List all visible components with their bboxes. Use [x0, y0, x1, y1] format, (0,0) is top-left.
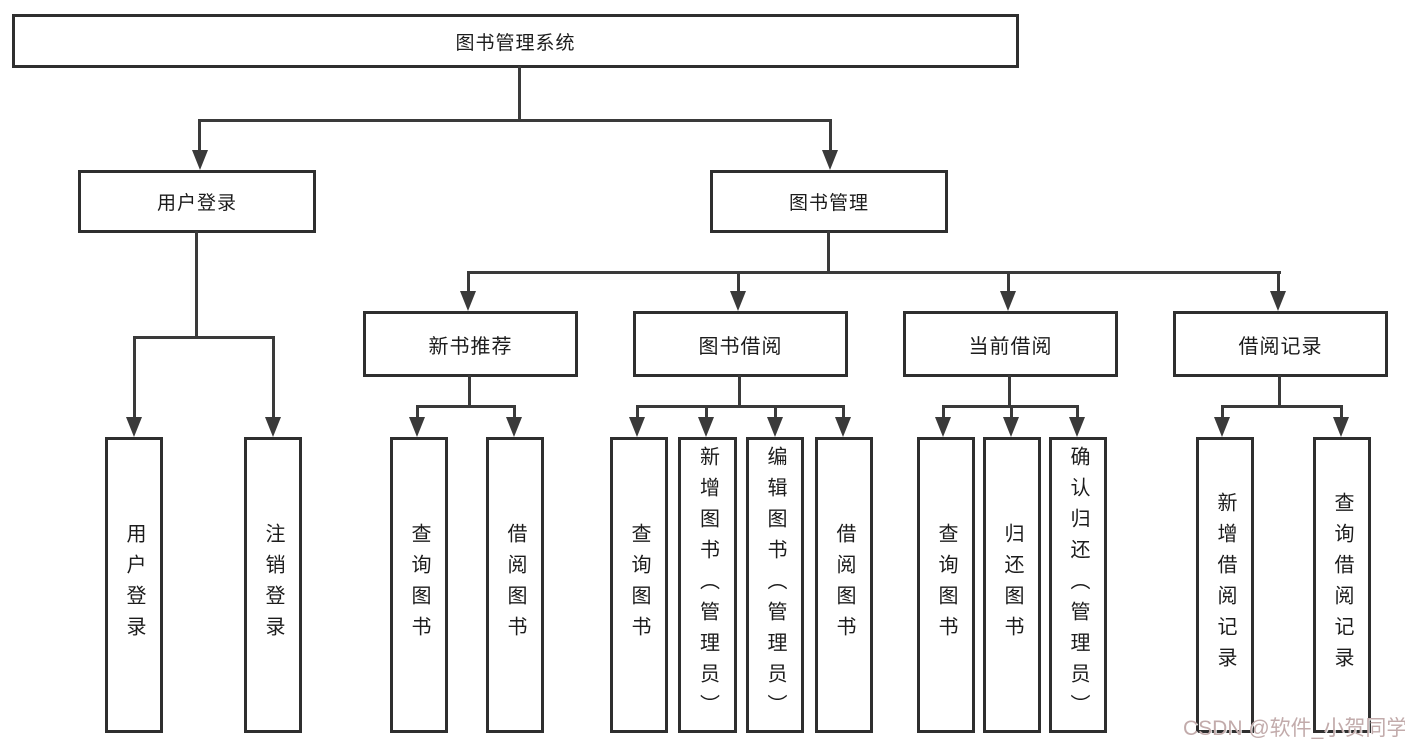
leaf-label: 编辑图书（管理员）	[764, 445, 786, 725]
arrowhead-down-icon	[409, 417, 425, 437]
connector-line	[738, 375, 741, 408]
arrowhead-down-icon	[835, 417, 851, 437]
connector-line	[416, 405, 516, 408]
leaf-label: 确认归还（管理员）	[1067, 445, 1089, 725]
connector-line	[416, 405, 419, 420]
arrowhead-down-icon	[767, 417, 783, 437]
connector-line	[468, 375, 471, 408]
connector-line	[942, 405, 945, 420]
node-new-book-recommend: 新书推荐	[363, 311, 578, 377]
connector-line	[842, 405, 845, 420]
leaf-label: 用户登录	[123, 523, 145, 647]
leaf-label: 新增图书（管理员）	[696, 445, 719, 725]
connector-line	[829, 119, 832, 153]
leaf-user-login: 用户登录	[105, 437, 163, 733]
connector-line	[518, 66, 521, 122]
arrowhead-down-icon	[460, 291, 476, 311]
connector-line	[198, 119, 201, 153]
leaf-borrow-books-1: 借阅图书	[486, 437, 544, 733]
node-library-system: 图书管理系统	[12, 14, 1019, 68]
leaf-confirm-return-admin: 确认归还（管理员）	[1049, 437, 1107, 733]
node-user-login: 用户登录	[78, 170, 316, 233]
connector-line	[636, 405, 639, 420]
leaf-label: 查询借阅记录	[1331, 492, 1353, 678]
connector-line	[272, 336, 275, 420]
leaf-borrow-books-2: 借阅图书	[815, 437, 873, 733]
arrowhead-down-icon	[126, 417, 142, 437]
arrowhead-down-icon	[1214, 417, 1230, 437]
arrowhead-down-icon	[822, 150, 838, 170]
connector-line	[1277, 271, 1280, 294]
leaf-query-books-2: 查询图书	[610, 437, 668, 733]
leaf-query-borrow-record: 查询借阅记录	[1313, 437, 1371, 733]
connector-line	[737, 271, 740, 294]
leaf-edit-books-admin: 编辑图书（管理员）	[746, 437, 804, 733]
arrowhead-down-icon	[730, 291, 746, 311]
connector-line	[1340, 405, 1343, 420]
leaf-add-borrow-record: 新增借阅记录	[1196, 437, 1254, 733]
arrowhead-down-icon	[629, 417, 645, 437]
node-book-borrow: 图书借阅	[633, 311, 848, 377]
node-current-borrow: 当前借阅	[903, 311, 1118, 377]
leaf-label: 注销登录	[262, 523, 284, 647]
connector-line	[1221, 405, 1224, 420]
connector-line	[1007, 271, 1010, 294]
node-borrow-records: 借阅记录	[1173, 311, 1388, 377]
arrowhead-down-icon	[506, 417, 522, 437]
arrowhead-down-icon	[1003, 417, 1019, 437]
connector-line	[827, 231, 830, 274]
leaf-return-books: 归还图书	[983, 437, 1041, 733]
connector-line	[1008, 375, 1011, 408]
leaf-query-books-1: 查询图书	[390, 437, 448, 733]
connector-line	[636, 405, 845, 408]
connector-line	[198, 119, 832, 122]
connector-line	[467, 271, 1281, 274]
leaf-label: 查询图书	[935, 523, 957, 647]
leaf-label: 新增借阅记录	[1214, 492, 1236, 678]
leaf-label: 借阅图书	[504, 523, 526, 647]
connector-line	[133, 336, 275, 339]
leaf-label: 借阅图书	[833, 523, 855, 647]
connector-line	[1010, 405, 1013, 420]
arrowhead-down-icon	[935, 417, 951, 437]
connector-line	[1221, 405, 1343, 408]
leaf-query-books-3: 查询图书	[917, 437, 975, 733]
leaf-label: 查询图书	[628, 523, 650, 647]
connector-line	[1278, 375, 1281, 408]
arrowhead-down-icon	[192, 150, 208, 170]
leaf-label: 归还图书	[1001, 523, 1023, 647]
connector-line	[195, 231, 198, 339]
arrowhead-down-icon	[698, 417, 714, 437]
connector-line	[1076, 405, 1079, 420]
arrowhead-down-icon	[1270, 291, 1286, 311]
node-book-management: 图书管理	[710, 170, 948, 233]
connector-line	[774, 405, 777, 420]
arrowhead-down-icon	[1333, 417, 1349, 437]
leaf-logout: 注销登录	[244, 437, 302, 733]
leaf-label: 查询图书	[408, 523, 430, 647]
watermark: CSDN @软件_小贺同学	[1183, 717, 1405, 740]
connector-line	[705, 405, 708, 420]
connector-line	[513, 405, 516, 420]
arrowhead-down-icon	[1000, 291, 1016, 311]
arrowhead-down-icon	[265, 417, 281, 437]
arrowhead-down-icon	[1069, 417, 1085, 437]
connector-line	[133, 336, 136, 420]
leaf-add-books-admin: 新增图书（管理员）	[678, 437, 737, 733]
connector-line	[467, 271, 470, 294]
